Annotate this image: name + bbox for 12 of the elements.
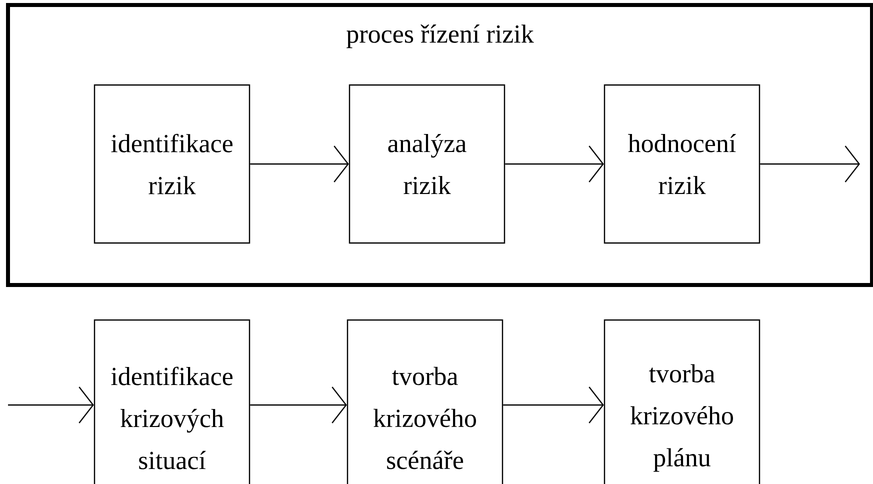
arrow [503, 386, 604, 424]
arrow [250, 386, 347, 424]
step-box: identifikace krizových situací [94, 319, 250, 484]
arrow [8, 386, 94, 424]
process-box: hodnocení rizik [604, 84, 760, 244]
arrow [250, 146, 349, 182]
process-box: identifikace rizik [94, 84, 250, 244]
arrow [760, 146, 860, 182]
arrow [505, 146, 604, 182]
step-box: tvorba krizového plánu [604, 319, 760, 484]
process-box: analýza rizik [348, 84, 506, 244]
step-box: tvorba krizového scénáře [346, 319, 504, 484]
